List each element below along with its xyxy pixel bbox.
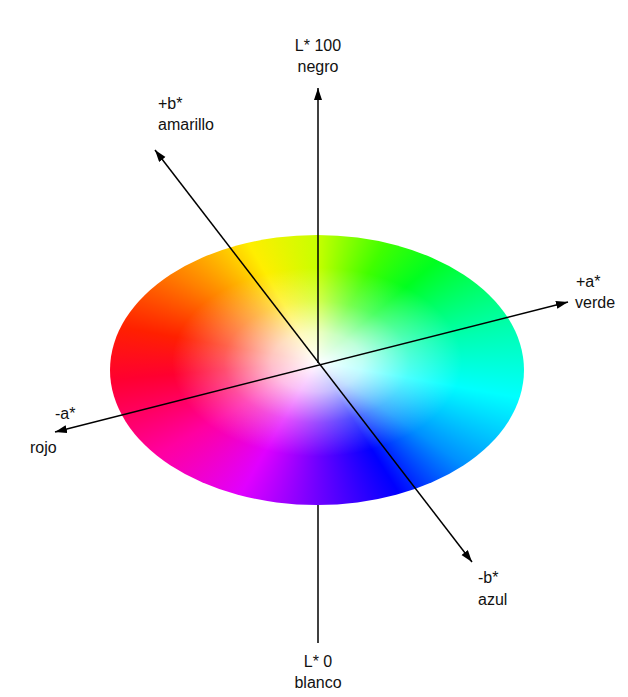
axis-label: azul	[478, 590, 507, 609]
axis-label: +b*	[158, 94, 182, 113]
axis-label: verde	[575, 293, 615, 312]
a-axis	[55, 302, 568, 432]
axis-label: L* 0	[304, 652, 332, 671]
axis-label: blanco	[294, 673, 341, 692]
axis-label: negro	[298, 57, 339, 76]
color-wheel	[110, 235, 524, 505]
axis-label: amarillo	[158, 115, 214, 134]
axis-label: rojo	[30, 438, 57, 457]
axis-label: -b*	[478, 568, 498, 587]
b-axis	[155, 150, 472, 562]
l-axis-lower	[317, 505, 319, 643]
axis-label: L* 100	[295, 36, 341, 55]
l-axis	[317, 88, 319, 363]
axis-label: -a*	[55, 404, 75, 423]
axis-label: +a*	[576, 272, 600, 291]
